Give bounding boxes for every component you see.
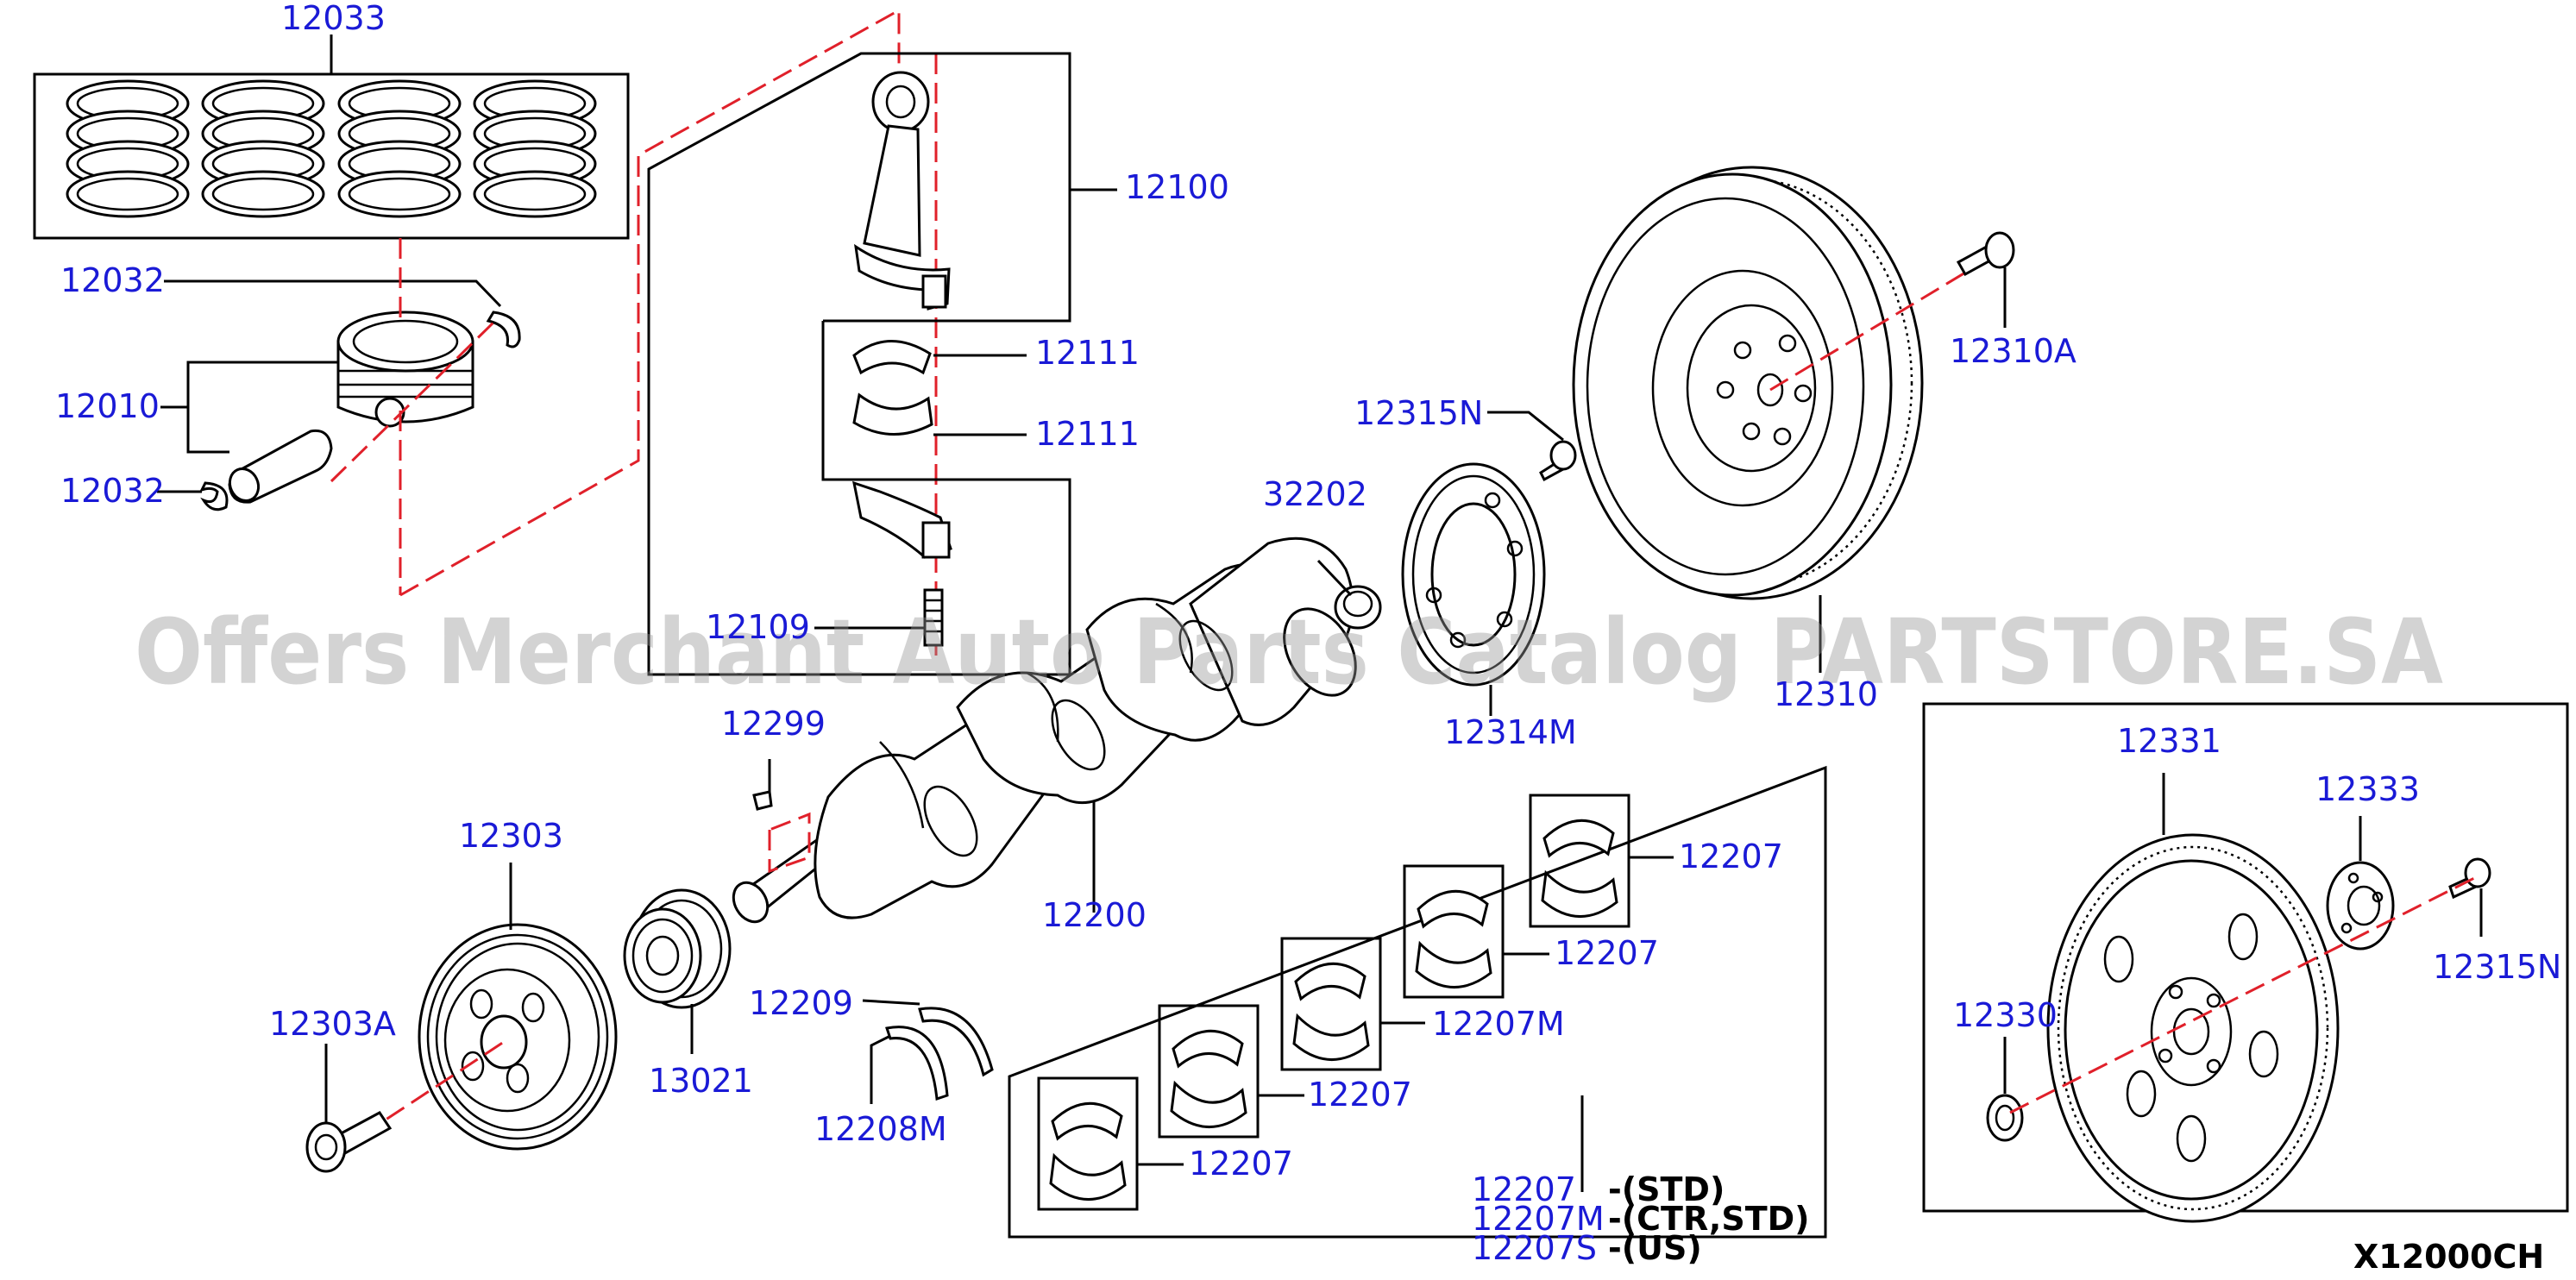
label-12100[interactable]: 12100 (1125, 168, 1229, 206)
label-12111-upper[interactable]: 12111 (1035, 334, 1140, 372)
piston-pin-icon (228, 429, 333, 504)
legend-desc-2: -(CTR,STD) (1608, 1200, 1810, 1238)
thrust-washer-lower-icon (885, 1026, 949, 1101)
label-12315N-lower[interactable]: 12315N (2433, 948, 2561, 986)
label-32202[interactable]: 32202 (1263, 475, 1367, 513)
bearing-upper-icon (852, 340, 932, 375)
main-bearing-1-icon (1037, 1076, 1139, 1211)
flywheel-icon (1572, 166, 1924, 600)
snap-ring-lower-icon (199, 481, 229, 511)
crankshaft-icon (732, 536, 1357, 924)
connecting-rod-icon (854, 71, 951, 311)
label-12032-lower[interactable]: 12032 (60, 472, 165, 510)
pulley-bolt-icon (305, 1111, 393, 1173)
flywheel-bolt-icon (1956, 231, 2015, 277)
reluctor-ring-icon (1401, 462, 1546, 687)
label-12209[interactable]: 12209 (749, 984, 853, 1022)
label-12200[interactable]: 12200 (1042, 896, 1147, 934)
figure-code: X12000CH (2353, 1238, 2544, 1276)
piston-assembly (157, 279, 521, 511)
legend-code-3: 12207S (1472, 1229, 1597, 1267)
rod-cap-icon (852, 480, 952, 559)
label-12303[interactable]: 12303 (459, 817, 563, 855)
crank-pulley-icon (418, 923, 618, 1151)
piston-icon (336, 311, 474, 428)
label-12299[interactable]: 12299 (721, 705, 826, 743)
main-bearings-group (1008, 765, 1827, 1239)
snap-ring-upper-icon (486, 311, 521, 348)
label-12310[interactable]: 12310 (1774, 675, 1878, 713)
legend-code-1: 12207 (1472, 1170, 1576, 1208)
label-12208M[interactable]: 12208M (814, 1110, 947, 1148)
label-12032-upper[interactable]: 12032 (60, 261, 165, 299)
label-12315N-upper[interactable]: 12315N (1354, 394, 1483, 432)
rod-bolt-icon (923, 588, 944, 647)
bearing-lower-icon (852, 392, 933, 436)
label-12111-lower[interactable]: 12111 (1035, 415, 1140, 453)
crank-sprocket-icon (623, 888, 732, 1009)
label-12010[interactable]: 12010 (55, 387, 160, 425)
legend-desc-3: -(US) (1608, 1229, 1702, 1267)
label-12207-5[interactable]: 12207 (1679, 838, 1783, 875)
main-bearing-3-icon (1280, 937, 1382, 1071)
label-12207-1[interactable]: 12207 (1189, 1145, 1293, 1183)
flexplate-group (1922, 702, 2569, 1223)
label-12333[interactable]: 12333 (2315, 770, 2420, 808)
main-bearing-2-icon (1158, 1004, 1260, 1139)
woodruff-key-icon (752, 759, 811, 874)
label-13021[interactable]: 13021 (649, 1062, 753, 1100)
main-bearing-5-icon (1529, 794, 1630, 928)
piston-rings-group (33, 35, 630, 240)
flexplate-icon (2046, 833, 2340, 1223)
watermark-text: Offers Merchant Auto Parts Catalog PARTS… (135, 599, 2443, 705)
label-12314M[interactable]: 12314M (1444, 713, 1577, 751)
thrust-washer-upper-icon (918, 1007, 994, 1077)
label-12109[interactable]: 12109 (706, 608, 810, 646)
part-labels: 12033 12032 12010 12032 12100 12111 1211… (55, 0, 2561, 1183)
piston-ring-set-icon (66, 79, 597, 218)
legend-code-2: 12207M (1472, 1200, 1605, 1238)
label-12303A[interactable]: 12303A (269, 1005, 396, 1043)
bearing-size-legend: 12207 -(STD) 12207M -(CTR,STD) 12207S -(… (1472, 1170, 1810, 1267)
label-12330[interactable]: 12330 (1953, 996, 2058, 1034)
spacer-bushing-icon (1986, 1094, 2024, 1142)
flexplate-bolt-icon (2448, 857, 2491, 900)
pilot-bushing-icon (1334, 585, 1382, 630)
label-12033[interactable]: 12033 (281, 0, 386, 37)
connecting-rod-group (647, 52, 1117, 676)
label-12207M[interactable]: 12207M (1432, 1005, 1565, 1043)
main-bearing-4-icon (1403, 864, 1505, 999)
label-12207-2[interactable]: 12207 (1308, 1076, 1412, 1114)
reluctor-bolt-icon (1539, 440, 1577, 482)
label-12310A[interactable]: 12310A (1950, 332, 2077, 370)
label-12331[interactable]: 12331 (2117, 722, 2221, 760)
legend-desc-1: -(STD) (1608, 1170, 1725, 1208)
label-12207-4[interactable]: 12207 (1555, 934, 1659, 972)
